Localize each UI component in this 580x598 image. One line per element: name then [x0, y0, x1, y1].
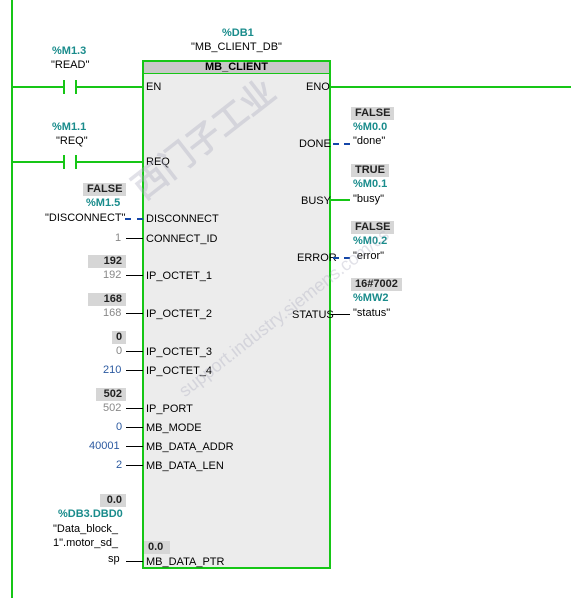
status-operand: %MW2 [353, 292, 389, 304]
pin-disconnect: DISCONNECT [146, 213, 219, 225]
instance-db-name: "MB_CLIENT_DB" [191, 41, 282, 53]
mb-data-ptr-wire [126, 561, 143, 562]
pin-ip-port: IP_PORT [146, 403, 193, 415]
mb-data-ptr-inner-value: 0.0 [144, 541, 170, 554]
ip-octet-2-monitor-value: 168 [88, 293, 126, 306]
pin-done: DONE [299, 138, 331, 150]
read-contact-tag: "READ" [51, 59, 90, 71]
done-wire [333, 143, 350, 145]
mb-data-len-wire [126, 465, 143, 466]
ip-octet-1-constant[interactable]: 192 [103, 269, 122, 281]
req-contact-operand: %M1.1 [52, 121, 87, 133]
mb-data-ptr-tag-line-3[interactable]: sp [108, 553, 120, 565]
error-monitor-value: FALSE [351, 221, 395, 234]
ip-octet-1-wire [126, 275, 143, 276]
pin-req: REQ [146, 156, 170, 168]
pin-connect-id: CONNECT_ID [146, 233, 218, 245]
status-monitor-value: 16#7002 [351, 278, 402, 291]
read-contact-operand: %M1.3 [52, 45, 87, 57]
req-contact[interactable] [63, 155, 77, 169]
mb-data-ptr-tag-line-1[interactable]: "Data_block_ [53, 523, 119, 535]
pin-error: ERROR [297, 252, 337, 264]
disconnect-tag[interactable]: "DISCONNECT" [45, 212, 126, 224]
done-tag[interactable]: "done" [353, 135, 386, 147]
ip-octet-3-wire [126, 351, 143, 352]
error-operand: %M0.2 [353, 235, 388, 247]
pin-busy: BUSY [301, 195, 331, 207]
pin-eno: ENO [306, 81, 330, 93]
pin-mb-mode: MB_MODE [146, 422, 202, 434]
done-operand: %M0.0 [353, 121, 388, 133]
mb-data-addr-constant[interactable]: 40001 [89, 440, 120, 452]
req-contact-tag: "REQ" [56, 135, 88, 147]
pin-ip-octet-4: IP_OCTET_4 [146, 365, 213, 377]
pin-ip-octet-3: IP_OCTET_3 [146, 346, 213, 358]
ip-port-wire [126, 408, 143, 409]
status-wire [331, 314, 350, 315]
ip-octet-4-wire [126, 370, 143, 371]
disconnect-monitor-value: FALSE [83, 183, 126, 196]
error-wire [333, 257, 350, 259]
mb-data-ptr-monitor-value: 0.0 [100, 494, 126, 507]
eno-wire [331, 86, 571, 88]
rung-wire [77, 161, 143, 163]
pin-status: STATUS [292, 309, 334, 321]
error-tag[interactable]: "error" [353, 250, 385, 262]
ip-octet-2-wire [126, 313, 143, 314]
ip-octet-2-constant[interactable]: 168 [103, 307, 122, 319]
mb-data-len-constant[interactable]: 2 [116, 459, 123, 471]
busy-monitor-value: TRUE [351, 164, 389, 177]
status-tag[interactable]: "status" [353, 307, 391, 319]
disconnect-wire [125, 218, 143, 220]
ip-octet-3-constant[interactable]: 0 [116, 345, 123, 357]
busy-tag[interactable]: "busy" [353, 193, 385, 205]
disconnect-operand: %M1.5 [86, 197, 121, 209]
block-title: MB_CLIENT [142, 60, 331, 74]
rung-wire [77, 86, 143, 88]
pin-ip-octet-2: IP_OCTET_2 [146, 308, 213, 320]
mb-data-ptr-tag-line-2[interactable]: 1".motor_sd_ [53, 537, 119, 549]
rung-wire [13, 161, 63, 163]
ip-octet-3-monitor-value: 0 [112, 331, 126, 344]
ip-octet-4-constant[interactable]: 210 [103, 364, 122, 376]
pin-en: EN [146, 81, 162, 93]
rung-wire [13, 86, 63, 88]
mb-mode-constant[interactable]: 0 [116, 421, 123, 433]
mb-client-block[interactable] [142, 60, 331, 569]
busy-wire [331, 199, 350, 201]
busy-operand: %M0.1 [353, 178, 388, 190]
mb-data-ptr-operand: %DB3.DBD0 [58, 508, 123, 520]
mb-data-addr-wire [126, 446, 143, 447]
pin-mb-data-len: MB_DATA_LEN [146, 460, 224, 472]
pin-mb-data-ptr: MB_DATA_PTR [146, 556, 225, 568]
ip-port-constant[interactable]: 502 [103, 402, 122, 414]
mb-mode-wire [126, 427, 143, 428]
left-power-rail [11, 0, 13, 598]
connect-id-wire [126, 238, 143, 239]
connect-id-value[interactable]: 1 [115, 232, 122, 244]
instance-db-operand: %DB1 [222, 27, 254, 39]
done-monitor-value: FALSE [351, 107, 395, 120]
pin-mb-data-addr: MB_DATA_ADDR [146, 441, 234, 453]
ip-octet-1-monitor-value: 192 [88, 255, 126, 268]
pin-ip-octet-1: IP_OCTET_1 [146, 270, 213, 282]
ip-port-monitor-value: 502 [96, 388, 126, 401]
read-contact[interactable] [63, 80, 77, 94]
